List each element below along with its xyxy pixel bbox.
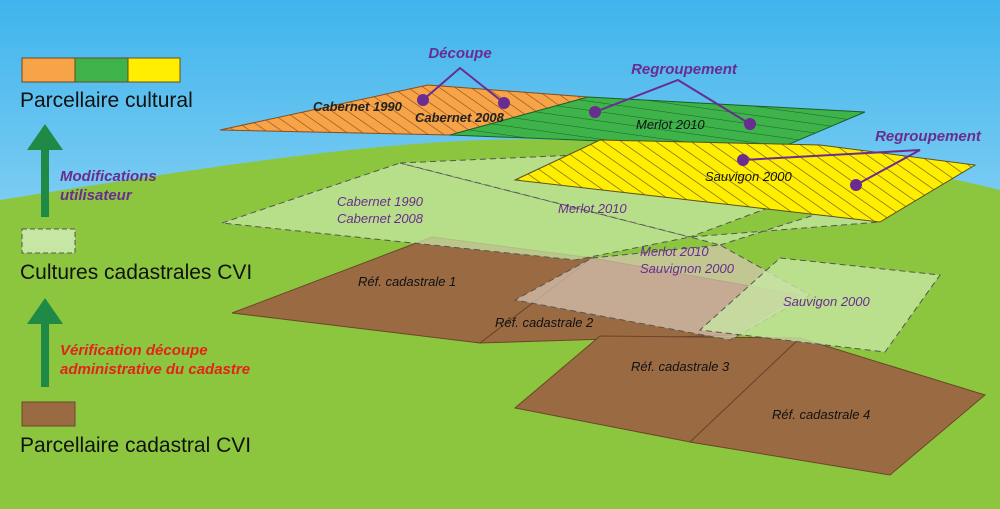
decoupe-dot-2 [498,97,510,109]
legend-swatch-cvi [21,228,76,254]
legend-swatch-yellow [127,57,181,83]
cadastre-parcel-4 [688,337,987,476]
legend-label-cultural: Parcellaire cultural [20,89,193,112]
regroupement-1-label: Regroupement [631,61,738,78]
arrow-bottom-text-1: Vérification découpe [60,342,208,359]
legend-swatch-green [74,57,129,83]
cvi-label-merlot-2010: Merlot 2010 [558,201,627,216]
cadastre-label-4: Réf. cadastrale 4 [772,407,870,422]
cvi-label-cabernet-2008: Cabernet 2008 [337,211,424,226]
cvi-label-merlot-2010-b: Merlot 2010 [640,244,709,259]
cultural-label-sauvigon-2000: Sauvigon 2000 [705,169,793,184]
cultural-label-cabernet-1990: Cabernet 1990 [313,99,403,114]
cvi-label-cabernet-1990: Cabernet 1990 [337,194,424,209]
arrow-top-head [27,124,63,150]
cadastral-layer [231,236,987,476]
cvi-parcel-cabernet [221,162,691,261]
decoupe-callout-line [422,66,505,104]
regroupement-2-dot-2 [850,179,862,191]
arrow-top-text-1: Modifications [60,168,157,185]
cadastre-label-3: Réf. cadastrale 3 [631,359,730,374]
arrow-bottom-head [27,298,63,324]
arrow-bottom-text-2: administrative du cadastre [60,361,250,378]
arrow-top-shaft [41,145,49,217]
regroupement-2-label: Regroupement [875,128,982,145]
cultural-parcel-sauvignon [513,139,977,223]
regroupement-1-dot-2 [744,118,756,130]
cadastre-label-1: Réf. cadastrale 1 [358,274,456,289]
legend: Parcellaire cultural Modifications utili… [20,57,252,457]
cultural-label-merlot-2010: Merlot 2010 [636,117,705,132]
cultural-label-cabernet-2008: Cabernet 2008 [415,110,505,125]
legend-label-cvi-cultures: Cultures cadastrales CVI [20,261,252,284]
legend-swatch-orange [21,57,76,83]
regroupement-1-dot-1 [589,106,601,118]
cvi-parcel-strip [689,209,881,246]
cadastre-label-2: Réf. cadastrale 2 [495,315,594,330]
arrow-top-text-2: utilisateur [60,187,133,204]
decoupe-label: Découpe [428,45,491,62]
callouts [417,66,921,191]
legend-swatch-cadastre [21,401,76,427]
arrow-bottom-shaft [41,320,49,387]
regroupement-1-callout-line [594,78,751,125]
decoupe-dot-1 [417,94,429,106]
regroupement-2-dot-1 [737,154,749,166]
cvi-parcel-sauvignon [698,257,941,353]
regroupement-2-callout-line [742,149,921,186]
cvi-label-sauvigon-2000: Sauvigon 2000 [783,294,871,309]
legend-label-cadastral: Parcellaire cadastral CVI [20,434,251,457]
cvi-label-sauvignon-2000: Sauvignon 2000 [640,261,735,276]
